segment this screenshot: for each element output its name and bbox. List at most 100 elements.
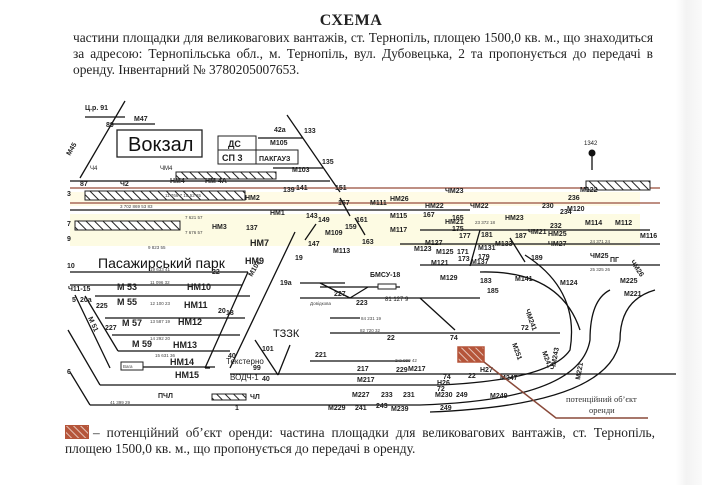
switch-label: 227 xyxy=(334,291,346,298)
document-title: СХЕМА xyxy=(319,12,383,29)
switch-label: 133 xyxy=(304,128,316,135)
track-diagonal xyxy=(286,114,341,193)
switch-label: 157 xyxy=(338,200,350,207)
hatched-platform xyxy=(84,190,246,201)
switch-label: 171 xyxy=(457,249,469,256)
callout-label-line2: оренди xyxy=(589,405,615,415)
switch-label: 234 xyxy=(560,209,572,216)
signal-label: НМ11 xyxy=(184,300,208,310)
park-label: Пасажирський парк xyxy=(98,255,226,271)
signal-label: М137 xyxy=(471,259,489,266)
legend-text: потенційний об’єкт оренди: частина площа… xyxy=(65,425,655,456)
track-number: 3 xyxy=(67,191,71,198)
switch-label: 74 xyxy=(450,335,458,342)
signal-label: НМ15 xyxy=(175,370,199,380)
switch-label: 135 xyxy=(322,159,334,166)
length-label: 9 823 55 xyxy=(148,245,166,250)
signal-label: М105 xyxy=(270,140,288,147)
signal-label: ЧМ243 xyxy=(550,347,561,370)
signal-label: М125 xyxy=(436,249,454,256)
teksterno-label: Текстерно xyxy=(226,357,264,366)
switch-label: 22 xyxy=(387,335,395,342)
track-diagonal xyxy=(204,271,249,369)
switch-label: 139 xyxy=(283,187,295,194)
length-label: 2кв 990 42 xyxy=(395,358,417,363)
length-label: 41 399 29 xyxy=(110,400,131,405)
signal-label: Н26 xyxy=(437,380,450,387)
dovidkova-label: Довідкова xyxy=(310,301,331,306)
track-diagonal xyxy=(509,237,526,263)
signal-label: ЧМ22 xyxy=(470,203,489,210)
signal-label: М115 xyxy=(390,213,407,220)
length-label: 3 702 869 53 83 xyxy=(120,204,153,209)
signal-label: НМ7 xyxy=(250,238,269,248)
signal-label: М122 xyxy=(580,187,598,194)
track-curve xyxy=(429,289,656,413)
signal-label: М123 xyxy=(414,246,432,253)
track-curve xyxy=(419,289,611,406)
switch-label: Ц.р. 91 xyxy=(85,105,108,112)
document-intro: частини площадки для великовагових ванта… xyxy=(73,30,653,77)
signal-label: М45 xyxy=(66,142,79,157)
switch-label: 189 xyxy=(531,255,543,262)
ds-label: ДС xyxy=(228,139,241,149)
signal-label: М 53 xyxy=(117,282,137,292)
track-diagonal xyxy=(69,371,91,406)
switch-label: 230 xyxy=(542,203,554,210)
signal-label: НМ22 xyxy=(425,203,444,210)
switch-label: 42а xyxy=(274,127,286,134)
switch-label: 249 xyxy=(456,392,468,399)
switch-label: 19а xyxy=(280,280,292,287)
switch-label: 40 xyxy=(262,376,270,383)
track-diagonal xyxy=(319,282,351,299)
signal-label: М217 xyxy=(408,366,426,373)
signal-label: М117 xyxy=(390,227,407,234)
switch-label: 87 xyxy=(80,181,88,188)
track-diagonal xyxy=(354,217,366,236)
track-diagonal xyxy=(419,297,456,331)
switch-label: 243 xyxy=(376,403,388,410)
switch-label: 229 xyxy=(396,367,408,374)
page-edge-shadow xyxy=(676,0,702,485)
rental-object-swatch-icon xyxy=(65,425,89,439)
signal-label: М 51 xyxy=(86,316,99,333)
switch-label: 141 xyxy=(296,185,308,192)
switch-label: 72 xyxy=(521,325,529,332)
signal-label: НМ14 xyxy=(170,357,194,367)
signal-label: Ч2 xyxy=(120,181,129,188)
switch-label: 249 xyxy=(440,405,452,412)
switch-label: 165 xyxy=(452,215,464,222)
callout-label-line1: потенційний об’єкт xyxy=(566,394,637,404)
switch-label: 227 xyxy=(105,325,117,332)
switch-label: 149 xyxy=(318,217,330,224)
signal-label: Ч11-15 xyxy=(68,286,91,293)
switch-label: 173 xyxy=(458,256,470,263)
signal-label: ЧМ25 xyxy=(590,253,609,260)
mark-1342: 1342 xyxy=(584,141,598,147)
signal-label: ЧМ26 xyxy=(628,259,644,278)
length-label: 7 676 57 xyxy=(185,230,203,235)
signal-label: НМ3 xyxy=(212,224,227,231)
signal-label: НМ12 xyxy=(178,317,202,327)
length-label: 12 100 23 xyxy=(150,301,171,306)
signal-label: М141 xyxy=(515,276,533,283)
signal-label: М114 xyxy=(585,220,602,227)
track-diagonal xyxy=(67,329,101,386)
switch-label: 183 xyxy=(480,278,492,285)
bmsu-label: БМСУ-18 xyxy=(370,272,400,279)
station-building-label: Вокзал xyxy=(128,134,193,156)
tzzk-label: ТЗЗК xyxy=(273,328,300,340)
signal-label: М47 xyxy=(134,116,148,123)
switch-label: 233 xyxy=(381,392,393,399)
signal-label: М227 xyxy=(352,392,370,399)
signal-label: М131 xyxy=(478,245,496,252)
track-number: 7 xyxy=(67,221,71,228)
switch-label: 177 xyxy=(459,233,471,240)
switch-label: 137 xyxy=(246,225,258,232)
rental-object-marker[interactable] xyxy=(457,346,485,363)
signal-label: НМ13 xyxy=(173,340,197,350)
switch-label: 99 xyxy=(253,365,261,372)
signal-label: М229 xyxy=(328,405,346,412)
signal-label: НМ2 xyxy=(245,195,260,202)
switch-label: 225 xyxy=(96,303,108,310)
